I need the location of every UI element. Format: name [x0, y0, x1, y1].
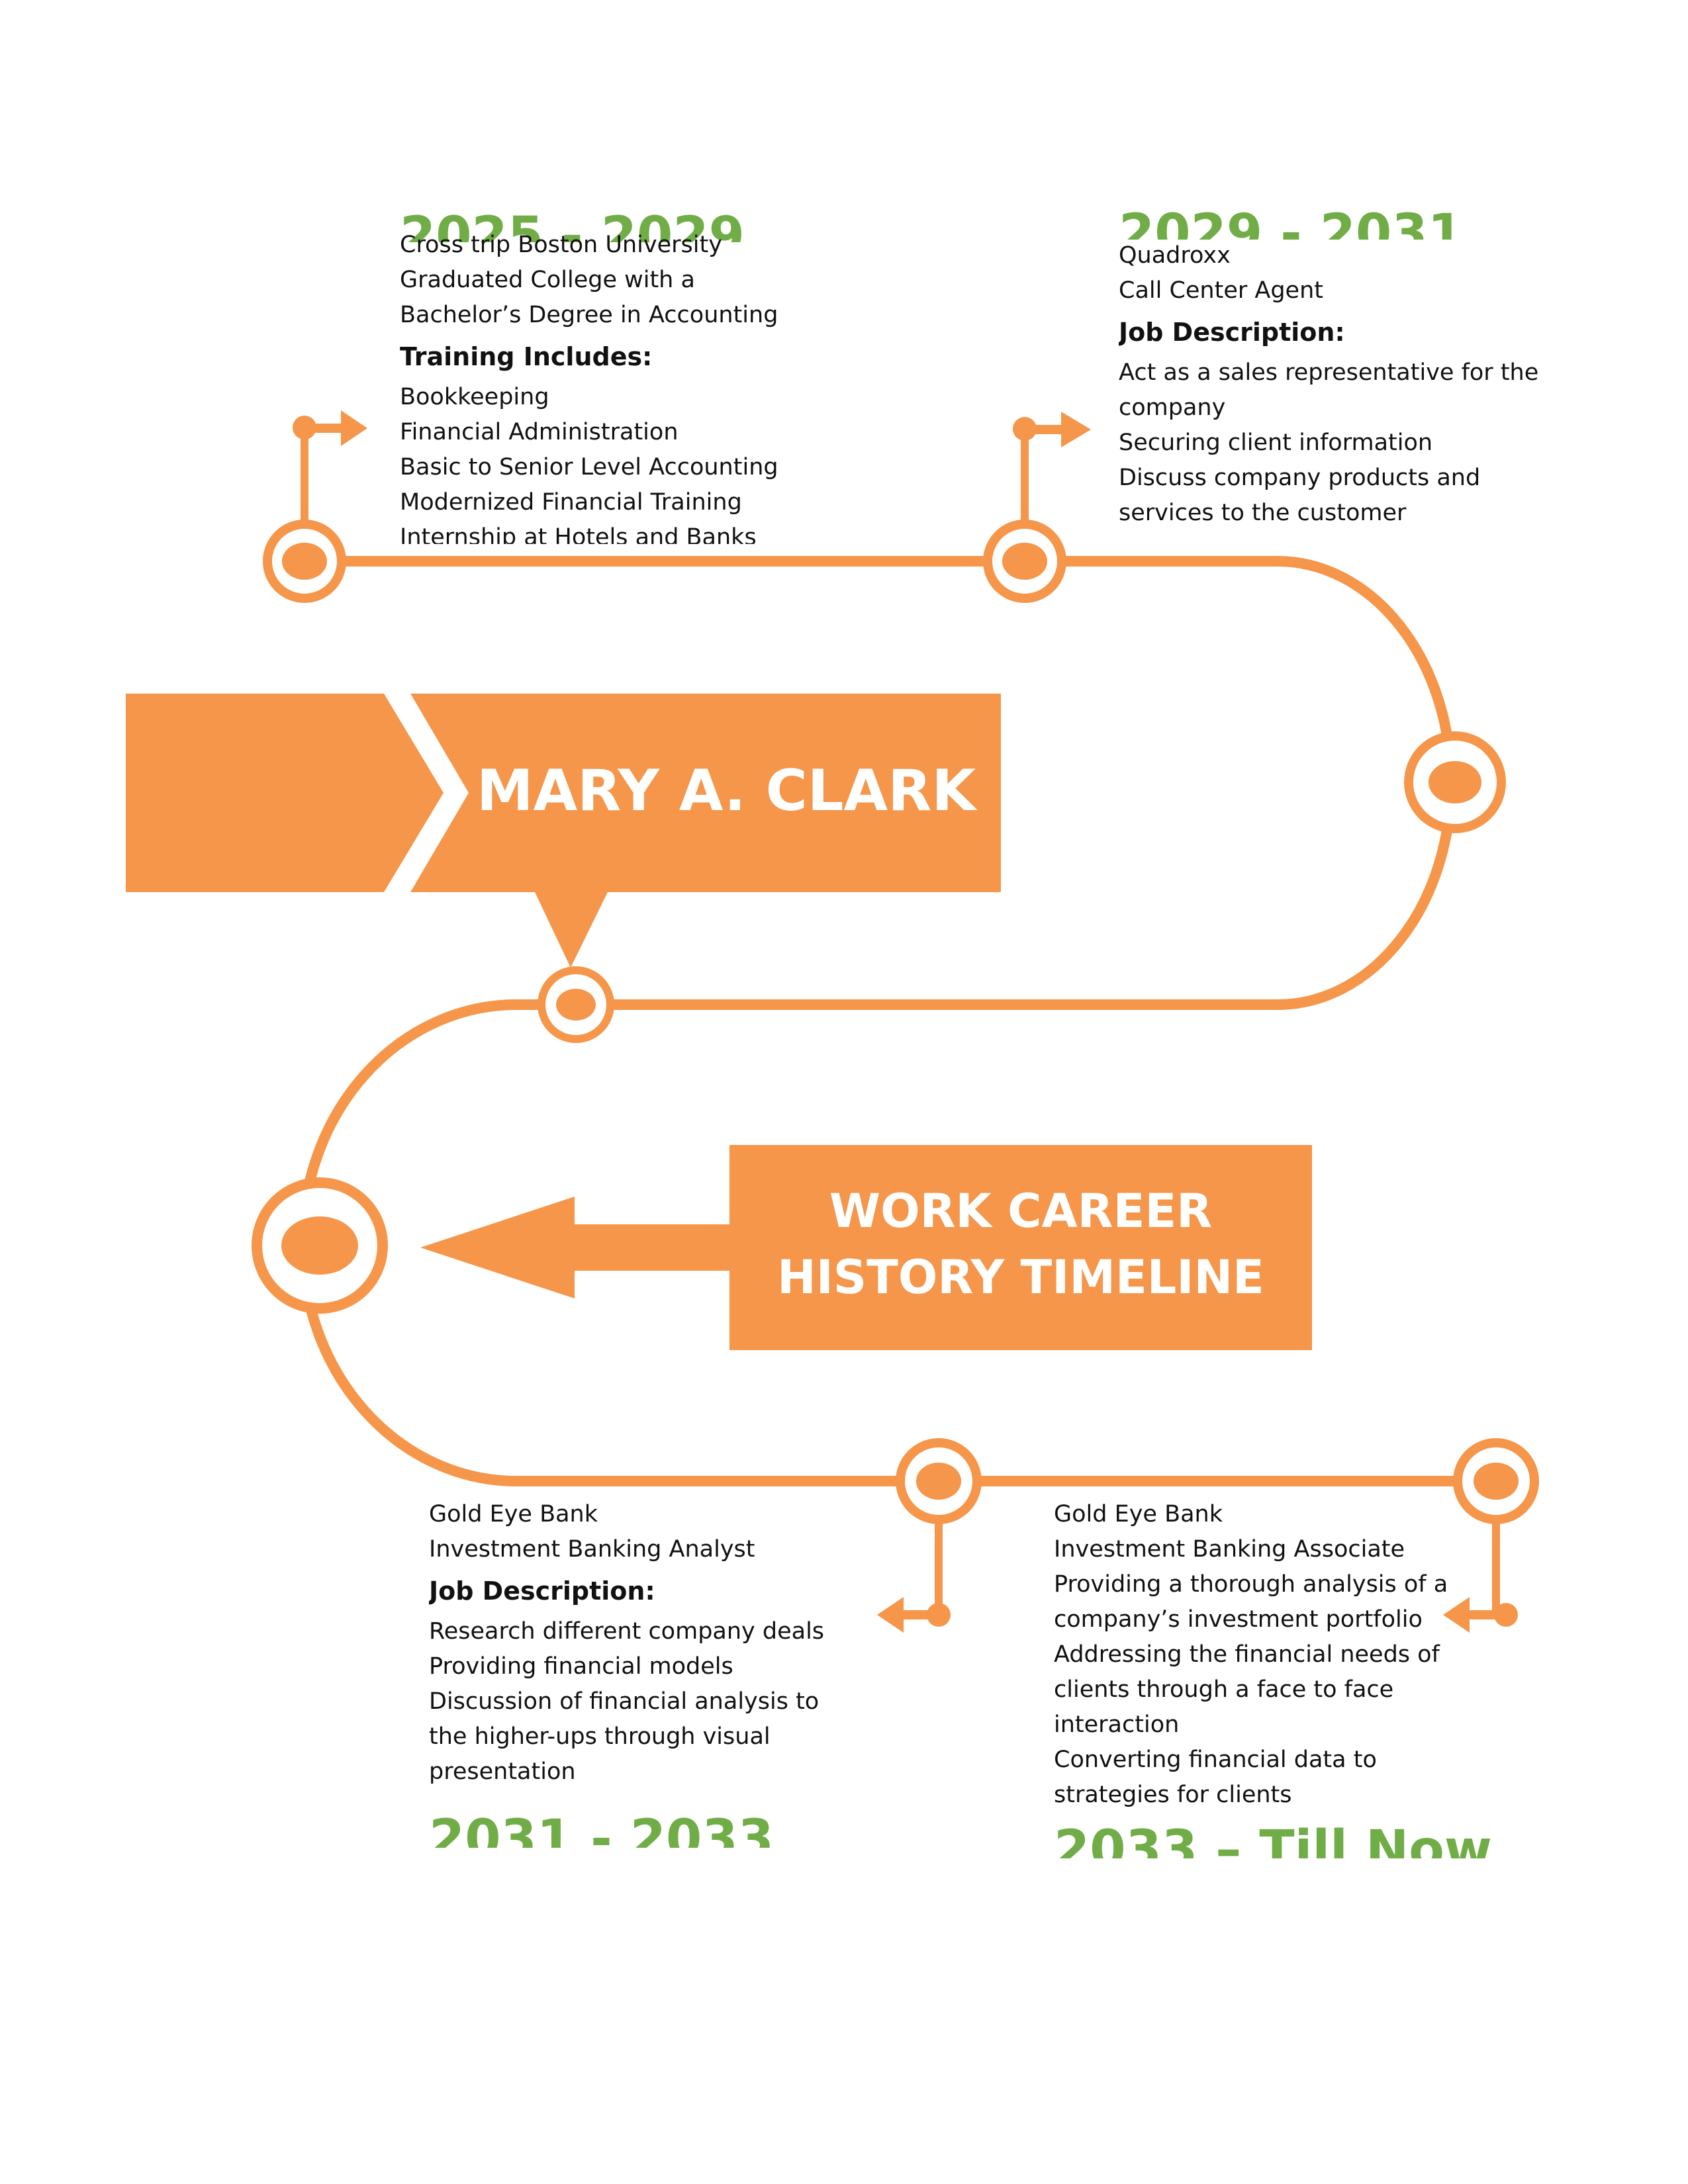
entry-period: 2033 – Till Now: [1054, 1820, 1492, 1858]
entry-item: presentation: [429, 1758, 576, 1785]
entry-item: Converting financial data to: [1054, 1747, 1377, 1773]
entry-line: Gold Eye Bank: [429, 1501, 598, 1527]
entry-item: Addressing the financial needs of: [1054, 1641, 1440, 1668]
timeline-node: [538, 966, 614, 1043]
entry-line: Gold Eye Bank: [1054, 1501, 1223, 1527]
entry-item: Providing financial models: [429, 1653, 733, 1680]
timeline-node: [896, 1438, 982, 1524]
flag-arrow-icon: [877, 1520, 951, 1633]
entry-line: Quadroxx: [1119, 242, 1231, 269]
timeline-title: WORK CAREER HISTORY TIMELINE: [729, 1178, 1312, 1310]
entry-item: Research different company deals: [429, 1618, 825, 1645]
entry-line: Graduated College with a: [400, 267, 695, 293]
entry-heading: Job Description:: [1119, 318, 1345, 347]
timeline-node: [263, 520, 346, 603]
timeline-entry: 2025 - 2029 Cross trip Boston University…: [400, 213, 863, 544]
entry-item: the higher-ups through visual: [429, 1723, 771, 1750]
entry-item: Financial Administration: [400, 419, 679, 445]
entry-heading: Training Includes:: [400, 342, 653, 371]
timeline-title-line1: WORK CAREER: [829, 1184, 1213, 1238]
entry-item: Act as a sales representative for the: [1119, 359, 1539, 386]
entry-item: Internship at Hotels and Banks: [400, 524, 757, 544]
timeline-entry: Gold Eye Bank Investment Banking Analyst…: [429, 1497, 892, 1848]
entry-item: Bookkeeping: [400, 384, 549, 410]
entry-item: clients through a face to face: [1054, 1676, 1394, 1703]
flag-arrow-icon: [1443, 1520, 1518, 1633]
entry-item: Securing client information: [1119, 430, 1433, 456]
entry-item: strategies for clients: [1054, 1782, 1292, 1808]
entry-line: Investment Banking Analyst: [429, 1536, 755, 1563]
entry-period: 2029 - 2031: [1119, 210, 1582, 240]
entry-line: Investment Banking Associate: [1054, 1536, 1405, 1563]
entry-line: Cross trip Boston University: [400, 232, 722, 258]
entry-line: Call Center Agent: [1119, 277, 1323, 304]
entry-item: Discuss company products and: [1119, 465, 1481, 491]
entry-item: company: [1119, 394, 1226, 421]
entry-item: Providing a thorough analysis of a: [1054, 1571, 1448, 1598]
entry-item: interaction: [1054, 1711, 1180, 1738]
flag-arrow-icon: [1013, 412, 1091, 523]
entry-period: 2025 - 2029: [400, 213, 863, 242]
entry-period: 2031 - 2033: [429, 1809, 774, 1848]
title-banner-shape: [420, 1145, 1312, 1350]
timeline-node: [983, 520, 1066, 603]
name-banner-shape: [126, 694, 1001, 968]
timeline-title-line2: HISTORY TIMELINE: [777, 1250, 1264, 1304]
timeline-node: [1404, 731, 1506, 833]
entry-item: services to the customer: [1119, 500, 1407, 526]
timeline-entry: Gold Eye Bank Investment Banking Associa…: [1054, 1497, 1557, 1861]
timeline-entry: 2029 - 2031 Quadroxx Call Center Agent J…: [1119, 210, 1582, 547]
entry-item: Discussion of financial analysis to: [429, 1688, 820, 1715]
flag-arrow-icon: [293, 410, 367, 523]
entry-item: Modernized Financial Training: [400, 489, 742, 516]
person-name: MARY A. CLARK: [477, 758, 976, 824]
entry-heading: Job Description:: [429, 1576, 655, 1606]
entry-item: company’s investment portfolio: [1054, 1606, 1423, 1633]
timeline-node: [252, 1177, 388, 1314]
entry-line: Bachelor’s Degree in Accounting: [400, 302, 778, 328]
entry-item: Basic to Senior Level Accounting: [400, 454, 778, 480]
